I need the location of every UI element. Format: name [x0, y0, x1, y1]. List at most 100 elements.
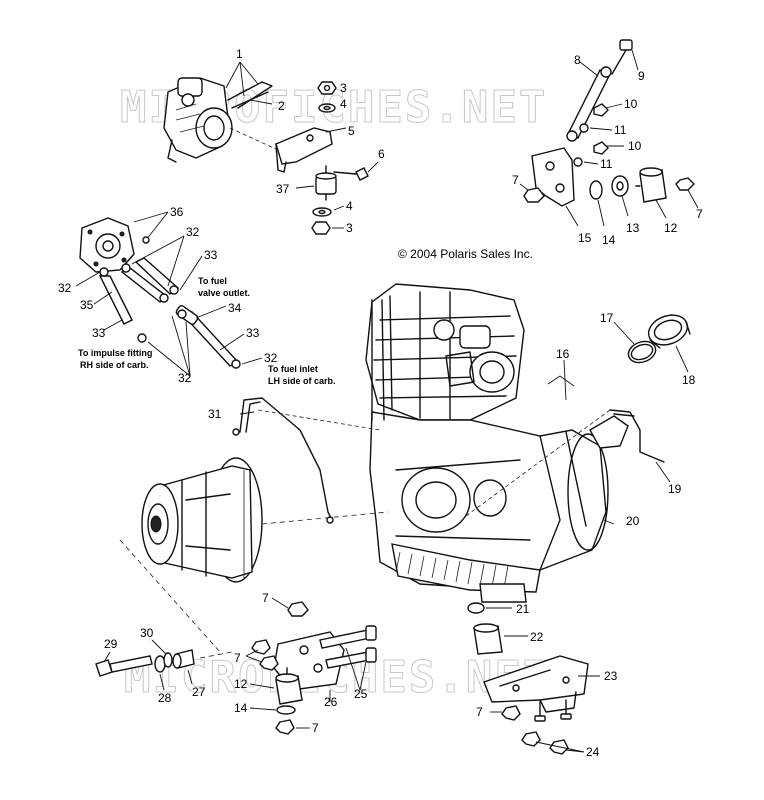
nut-7-right — [675, 177, 695, 191]
bolt-10-lower — [593, 141, 609, 155]
callout-c30: 30 — [140, 626, 154, 640]
washer-lower — [312, 207, 332, 217]
callout-c32a: 32 — [186, 225, 200, 239]
callout-c12a: 12 — [664, 221, 678, 235]
callout-c1: 1 — [236, 47, 243, 61]
callout-c14b: 14 — [234, 701, 248, 715]
bolt-6 — [333, 167, 369, 181]
callout-c12b: 12 — [234, 677, 248, 691]
note-impulse-line2: RH side of carb. — [80, 360, 149, 370]
drive-clutch — [141, 457, 263, 583]
bolt-9 — [611, 39, 633, 75]
note-fuel-inlet: To fuel inlet LH side of carb. — [268, 364, 336, 386]
callout-c7e: 7 — [312, 721, 319, 735]
callout-c7a: 7 — [512, 173, 519, 187]
drain-tube-31 — [232, 397, 334, 524]
callout-c27: 27 — [192, 685, 206, 699]
carburetor — [163, 77, 273, 163]
clamp-17 — [627, 340, 657, 364]
engine-assembly — [365, 283, 629, 603]
nut-7f — [501, 705, 521, 721]
callout-c15: 15 — [578, 231, 592, 245]
callout-c6: 6 — [378, 147, 385, 161]
callout-c20: 20 — [626, 514, 640, 528]
callout-c7d: 7 — [234, 651, 241, 665]
boot-18 — [647, 314, 691, 349]
fuel-hoses — [98, 257, 241, 369]
rubber-mount-37 — [315, 165, 337, 201]
callout-c17: 17 — [600, 311, 614, 325]
callout-c13: 13 — [626, 221, 640, 235]
bolts-23 — [534, 699, 572, 722]
callout-c7c: 7 — [262, 591, 269, 605]
callout-c25: 25 — [354, 687, 368, 701]
callout-c9: 9 — [638, 69, 645, 83]
callout-c2: 2 — [278, 99, 285, 113]
nut-upper — [317, 81, 337, 95]
callout-c7b: 7 — [696, 207, 703, 221]
callout-c37: 37 — [276, 182, 290, 196]
rear-bracket-23 — [483, 655, 589, 713]
callout-c23: 23 — [604, 669, 618, 683]
callout-c26: 26 — [324, 695, 338, 709]
nut-7e — [275, 719, 295, 735]
callout-c11b: 11 — [600, 157, 613, 171]
fuel-pump — [79, 217, 135, 273]
rubber-mount-12b — [275, 667, 303, 705]
callout-c22: 22 — [530, 630, 544, 644]
bolt-29 — [95, 655, 153, 677]
copyright-text: © 2004 Polaris Sales Inc. — [398, 247, 533, 261]
nut-7d-b — [259, 655, 279, 671]
nut-lower — [311, 221, 331, 235]
callout-c31: 31 — [208, 407, 222, 421]
nut-24-a — [521, 731, 541, 747]
callout-c33b: 33 — [92, 326, 106, 340]
note-fuel-inlet-line2: LH side of carb. — [268, 376, 336, 386]
note-fuel-inlet-line1: To fuel inlet — [268, 364, 318, 374]
callout-c36: 36 — [170, 205, 184, 219]
bushing-27 — [172, 649, 195, 669]
bolts-25 — [319, 625, 377, 669]
note-fuel-valve: To fuel valve outlet. — [198, 276, 250, 298]
callout-c3a: 3 — [340, 81, 347, 95]
callout-c32d: 32 — [178, 371, 192, 385]
callout-c29: 29 — [104, 637, 118, 651]
callout-c19: 19 — [668, 482, 682, 496]
note-impulse-line1: To impulse fitting — [78, 348, 152, 358]
callout-c34: 34 — [228, 301, 242, 315]
callout-c32c: 32 — [264, 351, 278, 365]
nut-11-lower — [573, 157, 583, 167]
note-impulse: To impulse fitting RH side of carb. — [78, 348, 152, 370]
spacer-30 — [163, 652, 173, 668]
rubber-mount-12 — [635, 167, 667, 203]
callout-c4a: 4 — [340, 97, 347, 111]
callout-c10b: 10 — [628, 139, 642, 153]
callout-c24: 24 — [586, 745, 600, 759]
callout-c11a: 11 — [614, 123, 627, 137]
callout-c16: 16 — [556, 347, 570, 361]
callout-c14a: 14 — [602, 233, 616, 247]
nut-11-upper — [579, 123, 589, 133]
callout-c10a: 10 — [624, 97, 638, 111]
callout-c3b: 3 — [346, 221, 353, 235]
rubber-mount-22 — [473, 623, 503, 655]
washer-upper — [318, 103, 336, 113]
bolt-10-upper — [593, 103, 609, 117]
mount-bracket-15 — [531, 147, 575, 207]
note-fuel-valve-line2: valve outlet. — [198, 288, 250, 298]
callout-c5: 5 — [348, 124, 355, 138]
washer-14 — [589, 180, 603, 200]
torque-link — [566, 66, 612, 142]
note-fuel-valve-line1: To fuel — [198, 276, 227, 286]
callout-c7f: 7 — [476, 705, 483, 719]
nut-7-left — [523, 187, 545, 203]
callout-c33a: 33 — [204, 248, 218, 262]
callout-c21: 21 — [516, 602, 530, 616]
callout-c28: 28 — [158, 691, 172, 705]
callout-c32b: 32 — [58, 281, 72, 295]
washer-21 — [467, 602, 485, 614]
callout-c4b: 4 — [346, 199, 353, 213]
callout-c33c: 33 — [246, 326, 260, 340]
